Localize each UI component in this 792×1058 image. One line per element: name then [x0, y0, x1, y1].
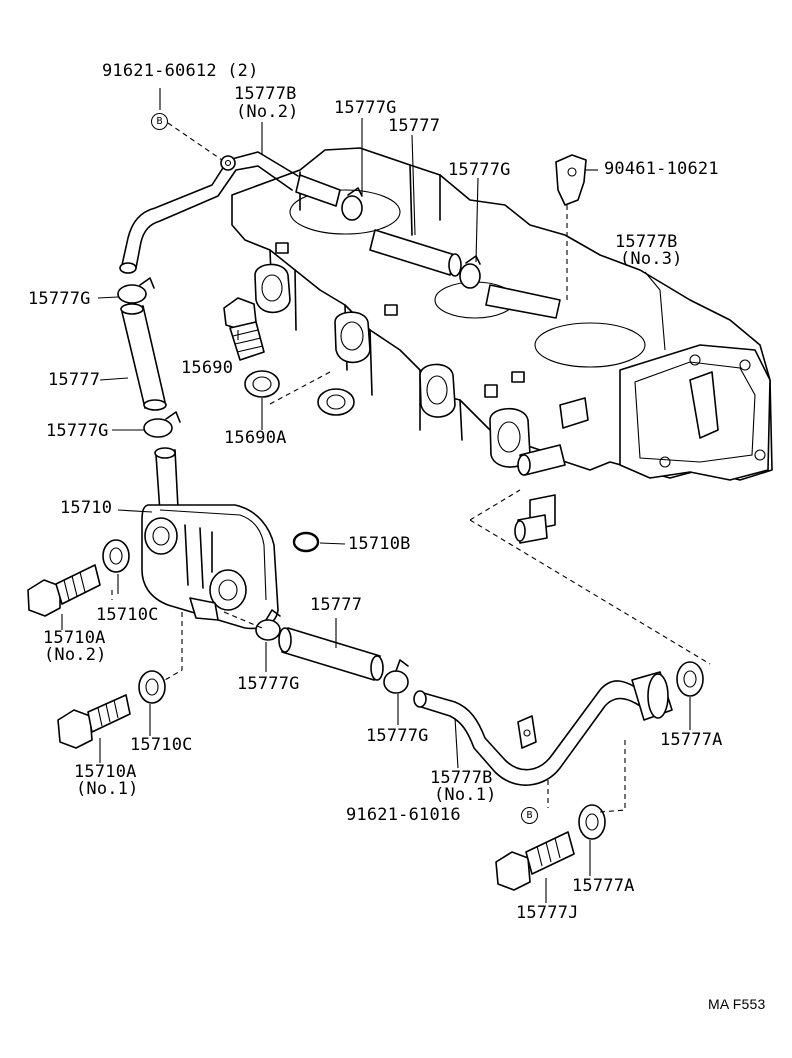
label-15710A-no1-sub: (No.1) [76, 779, 139, 799]
washer-15777A-upper [676, 661, 704, 697]
oring-15710B [292, 531, 320, 553]
label-90461-10621: 90461-10621 [604, 159, 719, 179]
label-15710C-upper: 15710C [96, 605, 159, 625]
label-15777G-bottom-mid: 15777G [366, 726, 429, 746]
oil-cooler-15710 [141, 447, 279, 630]
hose-15777B-no1 [413, 671, 673, 786]
hose-15777-bottom [278, 627, 384, 681]
label-15690: 15690 [181, 358, 234, 378]
clamp-15777G-top [341, 187, 363, 221]
bolt-15710A-no2 [27, 564, 101, 617]
gasket-seat [317, 388, 355, 416]
washer-15710C-lower [138, 670, 166, 704]
label-15777-top: 15777 [388, 116, 441, 136]
label-15777B-no2: 15777B [234, 84, 297, 104]
b-symbol-mark-top: B [151, 113, 168, 130]
label-15710A-no2: 15710A [43, 628, 106, 648]
b-symbol-mark-bottom: B [521, 807, 538, 824]
label-15777G-left: 15777G [28, 289, 91, 309]
washer-15777A-lower [578, 804, 606, 840]
clamp-15777G-bottom-mid [383, 659, 409, 694]
label-15777J: 15777J [516, 903, 579, 923]
label-15777G-left-lower: 15777G [46, 421, 109, 441]
label-15777B-no1-sub: (No.1) [434, 785, 497, 805]
clamp-15777G-left [117, 277, 155, 304]
label-15710: 15710 [60, 498, 113, 518]
bracket-90461-10621 [555, 154, 587, 206]
label-15777B-no1: 15777B [430, 768, 493, 788]
label-91621-61016: 91621-61016 [346, 805, 461, 825]
drawing-code: MA F553 [708, 996, 766, 1012]
label-15777G-bottom-left: 15777G [237, 674, 300, 694]
label-15777A-lower: 15777A [572, 876, 635, 896]
leader-lines [61, 88, 691, 903]
label-15710A-no2-sub: (No.2) [44, 645, 107, 665]
label-15777G-top: 15777G [334, 98, 397, 118]
label-15777G-top-right: 15777G [448, 160, 511, 180]
label-15777A-upper: 15777A [660, 730, 723, 750]
intake-manifold [231, 147, 773, 544]
clamp-15777G-bottom-left [255, 609, 281, 641]
washer-15710C-upper [102, 539, 130, 573]
alignment-lines [111, 122, 711, 813]
plug-15690 [223, 297, 265, 361]
hose-15777-left [120, 303, 167, 411]
gasket-15690A [244, 370, 280, 398]
bolt-15710A-no1 [57, 694, 131, 749]
label-15777B-no3: 15777B [615, 232, 678, 252]
clamp-15777G-left-lower [143, 411, 181, 438]
hose-15777B-no2 [119, 151, 341, 274]
label-15690A: 15690A [224, 428, 287, 448]
label-15777B-no3-sub: (No.3) [620, 249, 683, 269]
label-15777-left: 15777 [48, 370, 101, 390]
label-15710C-lower: 15710C [130, 735, 193, 755]
label-15710A-no1: 15710A [74, 762, 137, 782]
label-15710B: 15710B [348, 534, 411, 554]
bolt-15777J [495, 831, 575, 891]
label-15777B-no2-sub: (No.2) [236, 102, 299, 122]
label-91621-60612: 91621-60612 (2) [102, 61, 259, 81]
label-15777-bottom: 15777 [310, 595, 363, 615]
